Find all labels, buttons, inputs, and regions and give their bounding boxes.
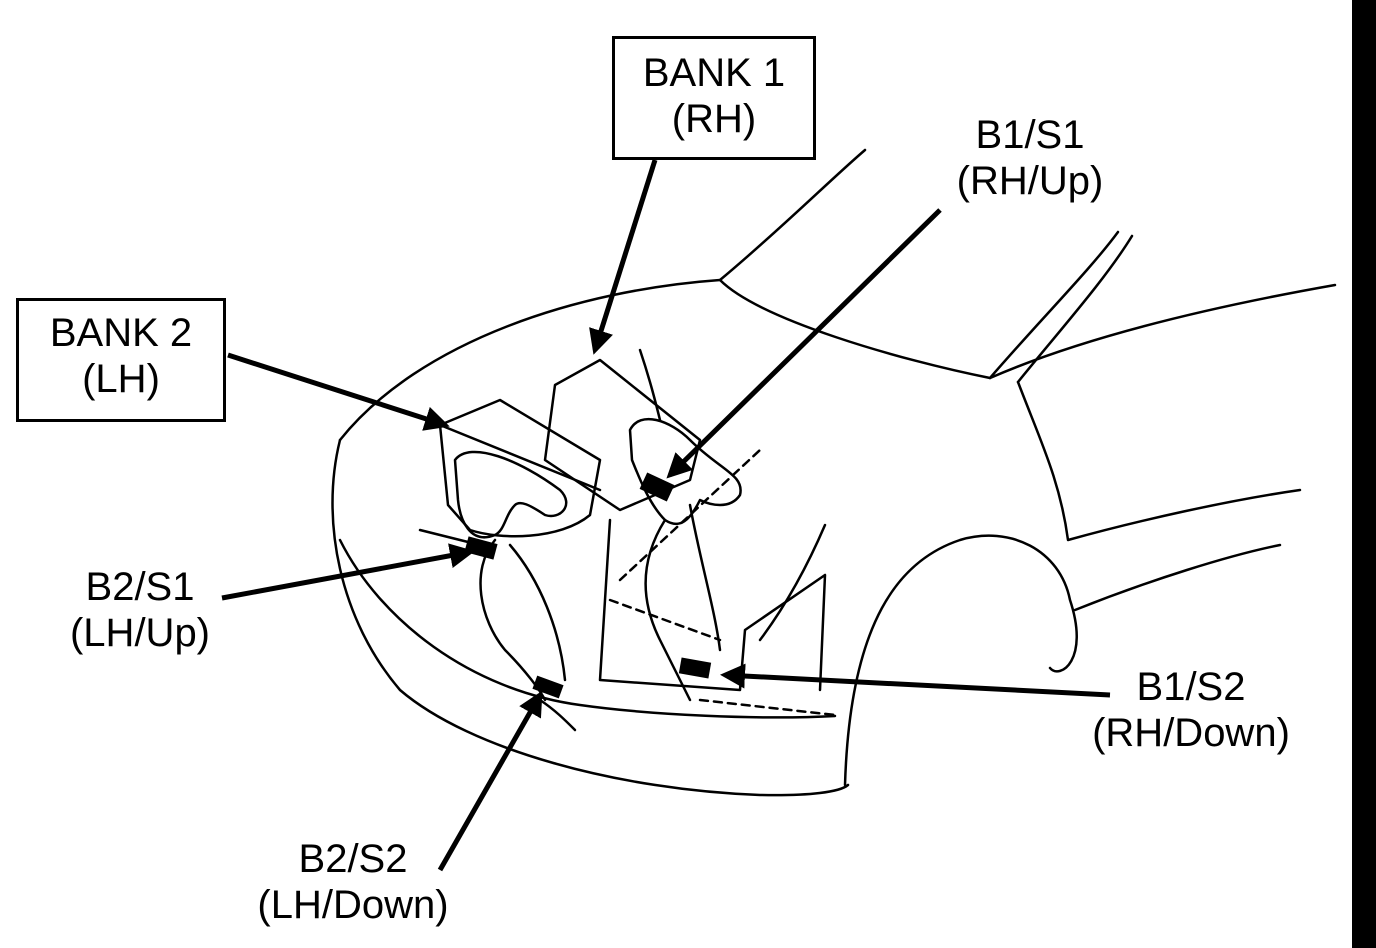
scan-edge-bar	[1352, 0, 1376, 948]
b2s2-label-line2: (LH/Down)	[257, 883, 449, 927]
dashed-line-c	[698, 698, 837, 717]
hood-outline	[338, 278, 1337, 442]
arrow-bank2	[227, 352, 450, 431]
wire-1	[638, 348, 662, 422]
bank1-manifold	[628, 417, 742, 526]
sensor-b2s1	[464, 536, 498, 560]
wire-4	[538, 698, 577, 732]
bank1-cover	[543, 358, 702, 512]
b1s1-label: B1/S1 (RH/Up)	[930, 112, 1130, 204]
b2s1-label-line2: (LH/Up)	[69, 611, 211, 655]
b1s2-label-line1: B1/S2	[1136, 665, 1246, 709]
b2s1-label-line1: B2/S1	[85, 565, 195, 609]
b1s1-label-line1: B1/S1	[975, 113, 1085, 157]
wheel-arch	[843, 534, 1078, 787]
fender-line	[718, 148, 867, 282]
sensor-b1s1	[639, 472, 675, 502]
body-side-line	[1016, 380, 1302, 542]
bank1-label: BANK 1 (RH)	[612, 50, 816, 142]
arrow-b1s1	[666, 208, 942, 479]
firewall-block	[598, 518, 827, 692]
sensor-b1s2	[678, 657, 712, 679]
bank2-cover	[438, 398, 602, 538]
b2s2-label-line1: B2/S2	[298, 837, 408, 881]
bank1-label-line1: BANK 1	[642, 51, 786, 95]
front-lower-outline	[331, 438, 850, 797]
dashed-line-b	[608, 598, 722, 642]
dashed-line-a	[618, 448, 762, 582]
bank2-label: BANK 2 (LH)	[16, 310, 226, 402]
arrow-b1s2	[720, 663, 1111, 698]
bank1-downpipe-b	[688, 503, 722, 652]
bank1-label-box	[612, 36, 816, 160]
b2s1-label: B2/S1 (LH/Up)	[40, 564, 240, 656]
arrow-b2s2	[437, 690, 543, 872]
bank2-downpipe-b	[508, 543, 567, 682]
b2s2-label: B2/S2 (LH/Down)	[228, 836, 478, 928]
windshield-pillar-b	[1016, 234, 1134, 384]
arrow-b2s1	[221, 543, 475, 601]
bank1-label-line2: (RH)	[671, 97, 757, 141]
bank2-label-line2: (LH)	[82, 357, 160, 401]
b1s2-label: B1/S2 (RH/Down)	[1066, 664, 1316, 756]
wire-2	[758, 523, 827, 642]
bank2-manifold	[453, 450, 568, 539]
bank2-downpipe	[479, 538, 547, 702]
bank2-label-box	[16, 298, 226, 422]
bank2-label-line1: BANK 2	[49, 311, 193, 355]
arrow-bank1	[589, 159, 658, 355]
apron-line	[338, 538, 837, 719]
b1s2-label-line2: (RH/Down)	[1092, 711, 1290, 755]
sensor-b2s2	[532, 675, 564, 699]
windshield-pillar-a	[988, 230, 1120, 380]
b1s1-label-line2: (RH/Up)	[956, 159, 1104, 203]
rocker-line	[1073, 543, 1282, 612]
